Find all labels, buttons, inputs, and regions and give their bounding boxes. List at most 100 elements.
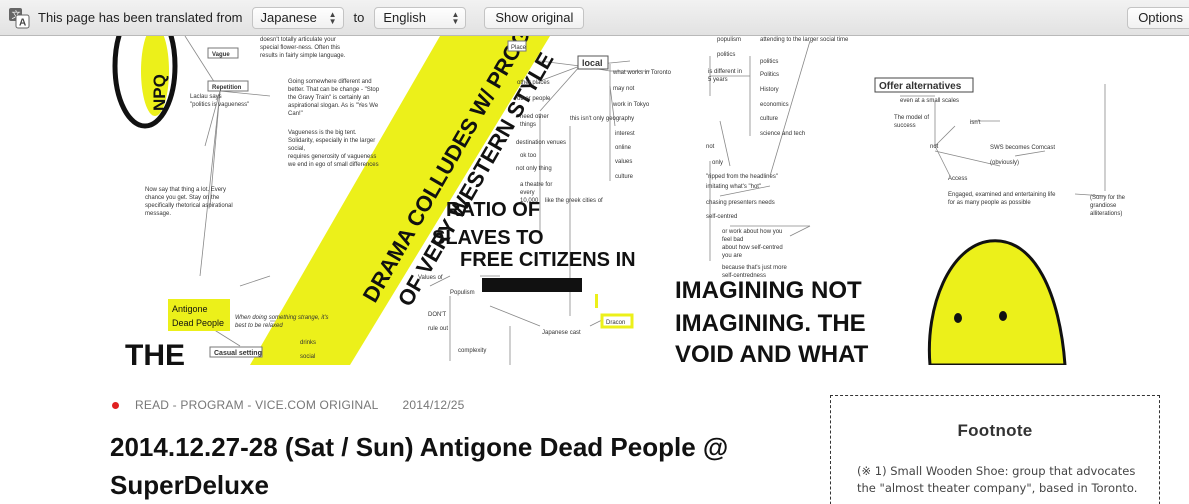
svg-text:"politics is vagueness": "politics is vagueness" [190, 102, 249, 108]
svg-text:isn't: isn't [970, 120, 981, 126]
dracon-node [600, 313, 634, 329]
article-title-line2: SuperDeluxe [110, 470, 269, 500]
svg-text:the Gravy Train" is certainly: the Gravy Train" is certainly an [288, 95, 370, 101]
svg-text:Populism: Populism [450, 290, 475, 296]
svg-text:Solidarity, especially in the: Solidarity, especially in the larger [288, 138, 375, 144]
options-button[interactable]: Options [1127, 7, 1189, 29]
right-center-nodes: populism politics attending to the large… [706, 37, 849, 279]
svg-text:rule out: rule out [428, 326, 448, 332]
article-category[interactable]: READ - PROGRAM - VICE.COM ORIGINAL [135, 398, 379, 412]
svg-text:Access: Access [948, 176, 967, 182]
svg-text:Vague: Vague [212, 52, 230, 58]
svg-text:economics: economics [760, 102, 789, 108]
svg-text:alliterations): alliterations) [1090, 211, 1122, 217]
translate-message: This page has been translated from [38, 10, 243, 25]
svg-text:not: not [930, 144, 939, 150]
footnote-heading: Footnote [957, 421, 1033, 440]
svg-text:culture: culture [615, 174, 634, 180]
article-date: 2014/12/25 [402, 398, 465, 412]
to-label: to [353, 10, 365, 25]
svg-text:self-centredness: self-centredness [722, 273, 766, 279]
offer-alternatives-cluster: Offer alternatives even at a small scale… [874, 77, 1126, 217]
svg-text:politics: politics [760, 59, 778, 65]
center-nodes: Place local other places other people ne… [300, 40, 672, 360]
svg-text:ok too: ok too [520, 153, 537, 159]
svg-text:doesn't totally articulate you: doesn't totally articulate your [260, 37, 336, 43]
svg-text:Place: Place [511, 45, 527, 51]
scribble-strike [482, 278, 582, 292]
svg-text:feel bad: feel bad [722, 237, 743, 243]
svg-text:interest: interest [615, 131, 635, 137]
svg-text:Vagueness is the big tent.: Vagueness is the big tent. [288, 130, 357, 136]
imagining-text-2: IMAGINING. THE [675, 310, 866, 337]
svg-text:social,: social, [288, 146, 305, 152]
svg-text:about how self-centred: about how self-centred [722, 245, 783, 251]
svg-text:social: social [300, 354, 315, 360]
svg-text:Now say that thing a lot. Ever: Now say that thing a lot. Every [145, 187, 226, 193]
svg-text:destination venues: destination venues [516, 140, 566, 146]
svg-text:culture: culture [760, 116, 779, 122]
svg-text:not: not [706, 144, 715, 150]
article-title-line1: 2014.12.27-28 (Sat / Sun) Antigone Dead … [110, 432, 729, 462]
from-language-select[interactable]: Japanese ▲▼ [251, 6, 344, 29]
svg-text:(Sorry for the: (Sorry for the [1090, 195, 1126, 201]
svg-text:Engaged, examined and entertai: Engaged, examined and entertaining life [948, 192, 1056, 198]
svg-text:success: success [894, 123, 916, 129]
svg-text:every: every [520, 190, 535, 196]
highlight-band [250, 36, 550, 365]
svg-text:online: online [615, 145, 632, 151]
svg-text:only: only [712, 160, 723, 166]
to-language-select[interactable]: English ▲▼ [374, 6, 467, 29]
svg-text:Values of: Values of [418, 275, 443, 281]
hero-image: NPQ Vague Repetition doesn't totally art… [110, 36, 1160, 365]
imagining-text-3: VOID AND WHAT [675, 341, 869, 365]
svg-text:results in fairly simple langu: results in fairly simple language. [260, 53, 346, 59]
svg-text:(obviously): (obviously) [990, 160, 1019, 166]
ratio-text-3: FREE CITIZENS IN [460, 249, 636, 271]
svg-text:values: values [615, 159, 632, 165]
blob-left-eye [954, 313, 962, 323]
svg-text:self-centred: self-centred [706, 214, 737, 220]
npq-text: NPQ [150, 74, 169, 111]
svg-text:like the greek cities of: like the greek cities of [545, 198, 603, 204]
svg-text:Can!": Can!" [288, 111, 303, 117]
svg-text:SWS becomes Comcast: SWS becomes Comcast [990, 145, 1055, 151]
footnote-line1: (※ 1) Small Wooden Shoe: group that advo… [857, 464, 1136, 478]
svg-text:Politics: Politics [760, 72, 779, 78]
from-language-value: Japanese [260, 9, 317, 25]
svg-text:chance you get. Stay on the: chance you get. Stay on the [145, 195, 220, 201]
the-text: THE [125, 339, 185, 365]
ratio-text-2: SLAVES TO [432, 227, 544, 249]
svg-text:not only thing: not only thing [516, 166, 552, 172]
svg-text:grandiose: grandiose [1090, 203, 1117, 209]
select-arrows-icon: ▲▼ [451, 9, 460, 26]
antigone-highlight [168, 299, 230, 331]
svg-text:populism: populism [717, 37, 741, 43]
svg-text:DON'T: DON'T [428, 312, 446, 318]
svg-text:"ripped from the headlines": "ripped from the headlines" [706, 174, 778, 180]
article-meta: READ - PROGRAM - VICE.COM ORIGINAL 2014/… [112, 398, 465, 412]
category-dot-icon [112, 401, 119, 409]
svg-text:special flower-ness. Often thi: special flower-ness. Often this [260, 45, 340, 51]
svg-text:other places: other places [517, 80, 550, 86]
mind-map-illustration: NPQ Vague Repetition doesn't totally art… [112, 36, 1126, 365]
svg-text:other people: other people [517, 96, 551, 102]
svg-text:requires generosity of vaguene: requires generosity of vagueness [288, 154, 376, 160]
svg-text:complexity: complexity [458, 348, 486, 354]
svg-text:attending to the larger social: attending to the larger social time [760, 37, 849, 43]
svg-text:History: History [760, 87, 779, 93]
svg-text:文: 文 [12, 9, 21, 21]
svg-text:Dracon: Dracon [606, 320, 625, 326]
svg-text:drinks: drinks [300, 340, 316, 346]
svg-text:need other: need other [520, 114, 549, 120]
translate-bar: 文 A This page has been translated from J… [0, 0, 1189, 36]
svg-text:better. That can be change - ": better. That can be change - "Stop [288, 87, 380, 93]
article-title: 2014.12.27-28 (Sat / Sun) Antigone Dead … [110, 428, 790, 504]
svg-text:imitating what's "hot": imitating what's "hot" [706, 184, 761, 190]
svg-text:local: local [582, 58, 603, 68]
svg-text:Repetition: Repetition [212, 85, 242, 91]
blob-right-eye [999, 311, 1007, 321]
show-original-button[interactable]: Show original [484, 6, 585, 29]
svg-text:specifically rhetorical aspira: specifically rhetorical aspirational [145, 203, 233, 209]
svg-text:a theatre for: a theatre for [520, 182, 552, 188]
